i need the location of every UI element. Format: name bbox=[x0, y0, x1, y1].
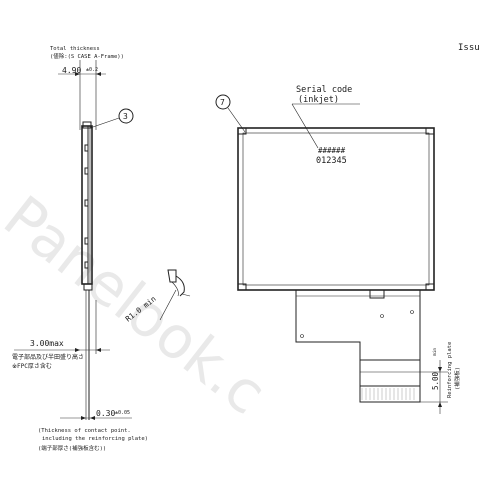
total-thickness-sub: (値除:(S CASE A-Frame)) bbox=[50, 52, 124, 60]
contact-dim-tol: ±0.05 bbox=[115, 410, 130, 416]
contact-note-1: (Thickness of contact point. bbox=[38, 428, 131, 434]
reinforce-dim-value: 5.00 bbox=[431, 371, 440, 390]
contact-note-3: (端子部厚さ(補強板含む)) bbox=[38, 444, 106, 452]
serial-number: 012345 bbox=[316, 156, 347, 166]
panel-body bbox=[237, 127, 435, 291]
front-view: 7 Serial code (inkjet) ###### 012345 bbox=[215, 85, 461, 414]
contact-area bbox=[359, 385, 421, 403]
total-thickness-tol: ±0.2 bbox=[86, 67, 98, 73]
serial-label-line1: Serial code bbox=[296, 85, 352, 95]
serial-label-line2: (inkjet) bbox=[298, 95, 339, 105]
reinforce-label: Reinforcing plate bbox=[447, 342, 453, 398]
serial-mask: ###### bbox=[318, 146, 346, 155]
total-thickness-label: Total thickness bbox=[50, 46, 100, 52]
fpc-dim-value: 3.00max bbox=[30, 339, 64, 348]
reinforce-label-jp: (補強板) bbox=[453, 367, 461, 390]
contact-note-2: including the reinforcing plate) bbox=[42, 436, 148, 442]
issue-label: Issue bbox=[458, 43, 480, 53]
side-view: Total thickness (値除:(S CASE A-Frame)) 4.… bbox=[12, 46, 148, 452]
fpc-note-2: ※FPC厚さ含む bbox=[12, 362, 52, 370]
total-thickness-value: 4.90 bbox=[62, 66, 81, 75]
callout-3-circle bbox=[118, 108, 134, 124]
callout-7-circle bbox=[215, 94, 231, 110]
callout-3-number: 3 bbox=[123, 112, 128, 121]
fpc-note-1: 電子部品及び半田盛り高さ bbox=[12, 353, 84, 361]
fpc-upper bbox=[295, 290, 421, 361]
reinforce-dim-tol: min bbox=[432, 348, 438, 356]
callout-7-number: 7 bbox=[220, 98, 225, 107]
contact-dim-value: 0.30 bbox=[96, 409, 115, 418]
